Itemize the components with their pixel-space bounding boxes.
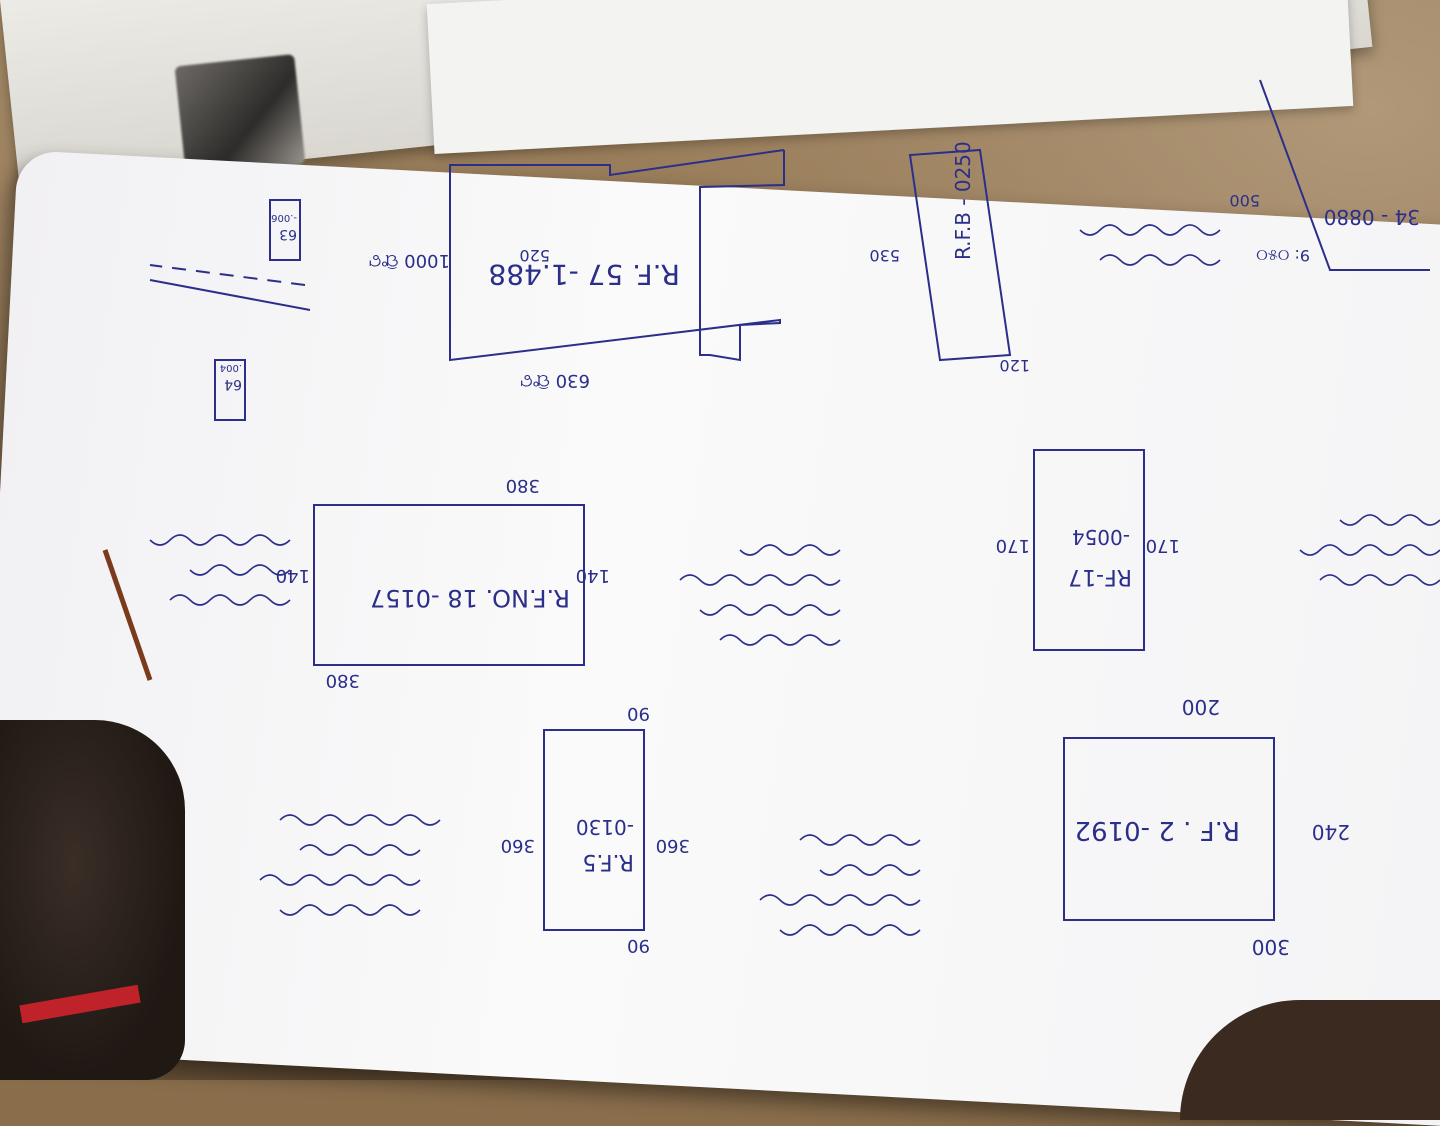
- plot-rfb: R.F.B - 0250 120 530 520: [519, 141, 1030, 375]
- dim-right: 530: [869, 246, 900, 265]
- plot-label: R.F . 2 -0192: [1074, 815, 1240, 845]
- plot-label: R.F. 57 -1.488: [488, 258, 680, 291]
- dim-bottom: 90: [627, 703, 650, 724]
- dim-right: 170: [996, 535, 1030, 556]
- plot-label: 34 - 0880: [1324, 205, 1420, 229]
- dim-right: 500: [1229, 191, 1260, 210]
- dim-top: 300: [1252, 935, 1290, 959]
- plot-label-area: -0054: [1072, 525, 1130, 549]
- small-number-note: 9: ୦୫୦: [1256, 246, 1310, 265]
- parcel-64-label: 64: [224, 376, 242, 392]
- dim-right: 360: [501, 835, 535, 856]
- dim-right: 140: [276, 565, 310, 586]
- plot-label: R.F.5: [582, 849, 634, 874]
- dim-left: 140: [576, 565, 610, 586]
- parcel-64-area: .004: [220, 362, 242, 373]
- dim-bottom: 380: [506, 475, 540, 496]
- dim-top: 380: [326, 670, 360, 691]
- plot-rf2: R.F . 2 -0192 300 200 240: [1063, 695, 1350, 959]
- dim-left: 520: [519, 246, 550, 265]
- dim-bottom: 630 ଫିଟ: [520, 370, 590, 391]
- plot-rf57: R.F. 57 -1.488 630 ଫିଟ 1000 ଫିଟ: [369, 149, 785, 391]
- plot-label-area: -0130: [576, 815, 634, 839]
- plot-label: RF-17: [1068, 564, 1132, 589]
- parcel-64-63: 64 .004 63 -.006: [149, 199, 311, 421]
- owner-name-notes: [149, 224, 1440, 936]
- hand-drawn-sketch: R.F . 2 -0192 300 200 240 R.F.5 -0130 90…: [102, 79, 1440, 959]
- dim-left: 240: [1312, 820, 1350, 844]
- plot-rf34: 34 - 0880 500: [1229, 79, 1430, 271]
- plot-rf18: R.F.NO. 18 -0157 140 140 380 380: [276, 475, 610, 691]
- dim-bottom: 200: [1182, 695, 1220, 719]
- dim-top: 90: [627, 935, 650, 956]
- parcel-63-area: -.006: [271, 212, 297, 223]
- dim-right: 1000 ଫିଟ: [369, 250, 450, 271]
- plot-rf17: RF-17 -0054 170 170: [996, 449, 1180, 651]
- finger: [0, 720, 185, 1080]
- dim-left: 360: [656, 835, 690, 856]
- plot-label: R.F.B - 0250: [951, 141, 975, 260]
- dim-left: 170: [1146, 535, 1180, 556]
- plot-label: R.F.NO. 18 -0157: [370, 584, 570, 612]
- dim-top: 120: [999, 356, 1030, 375]
- plot-rf5: R.F.5 -0130 90 90 360 360: [501, 703, 690, 956]
- parcel-63-label: 63: [279, 226, 297, 242]
- staple: [102, 549, 153, 681]
